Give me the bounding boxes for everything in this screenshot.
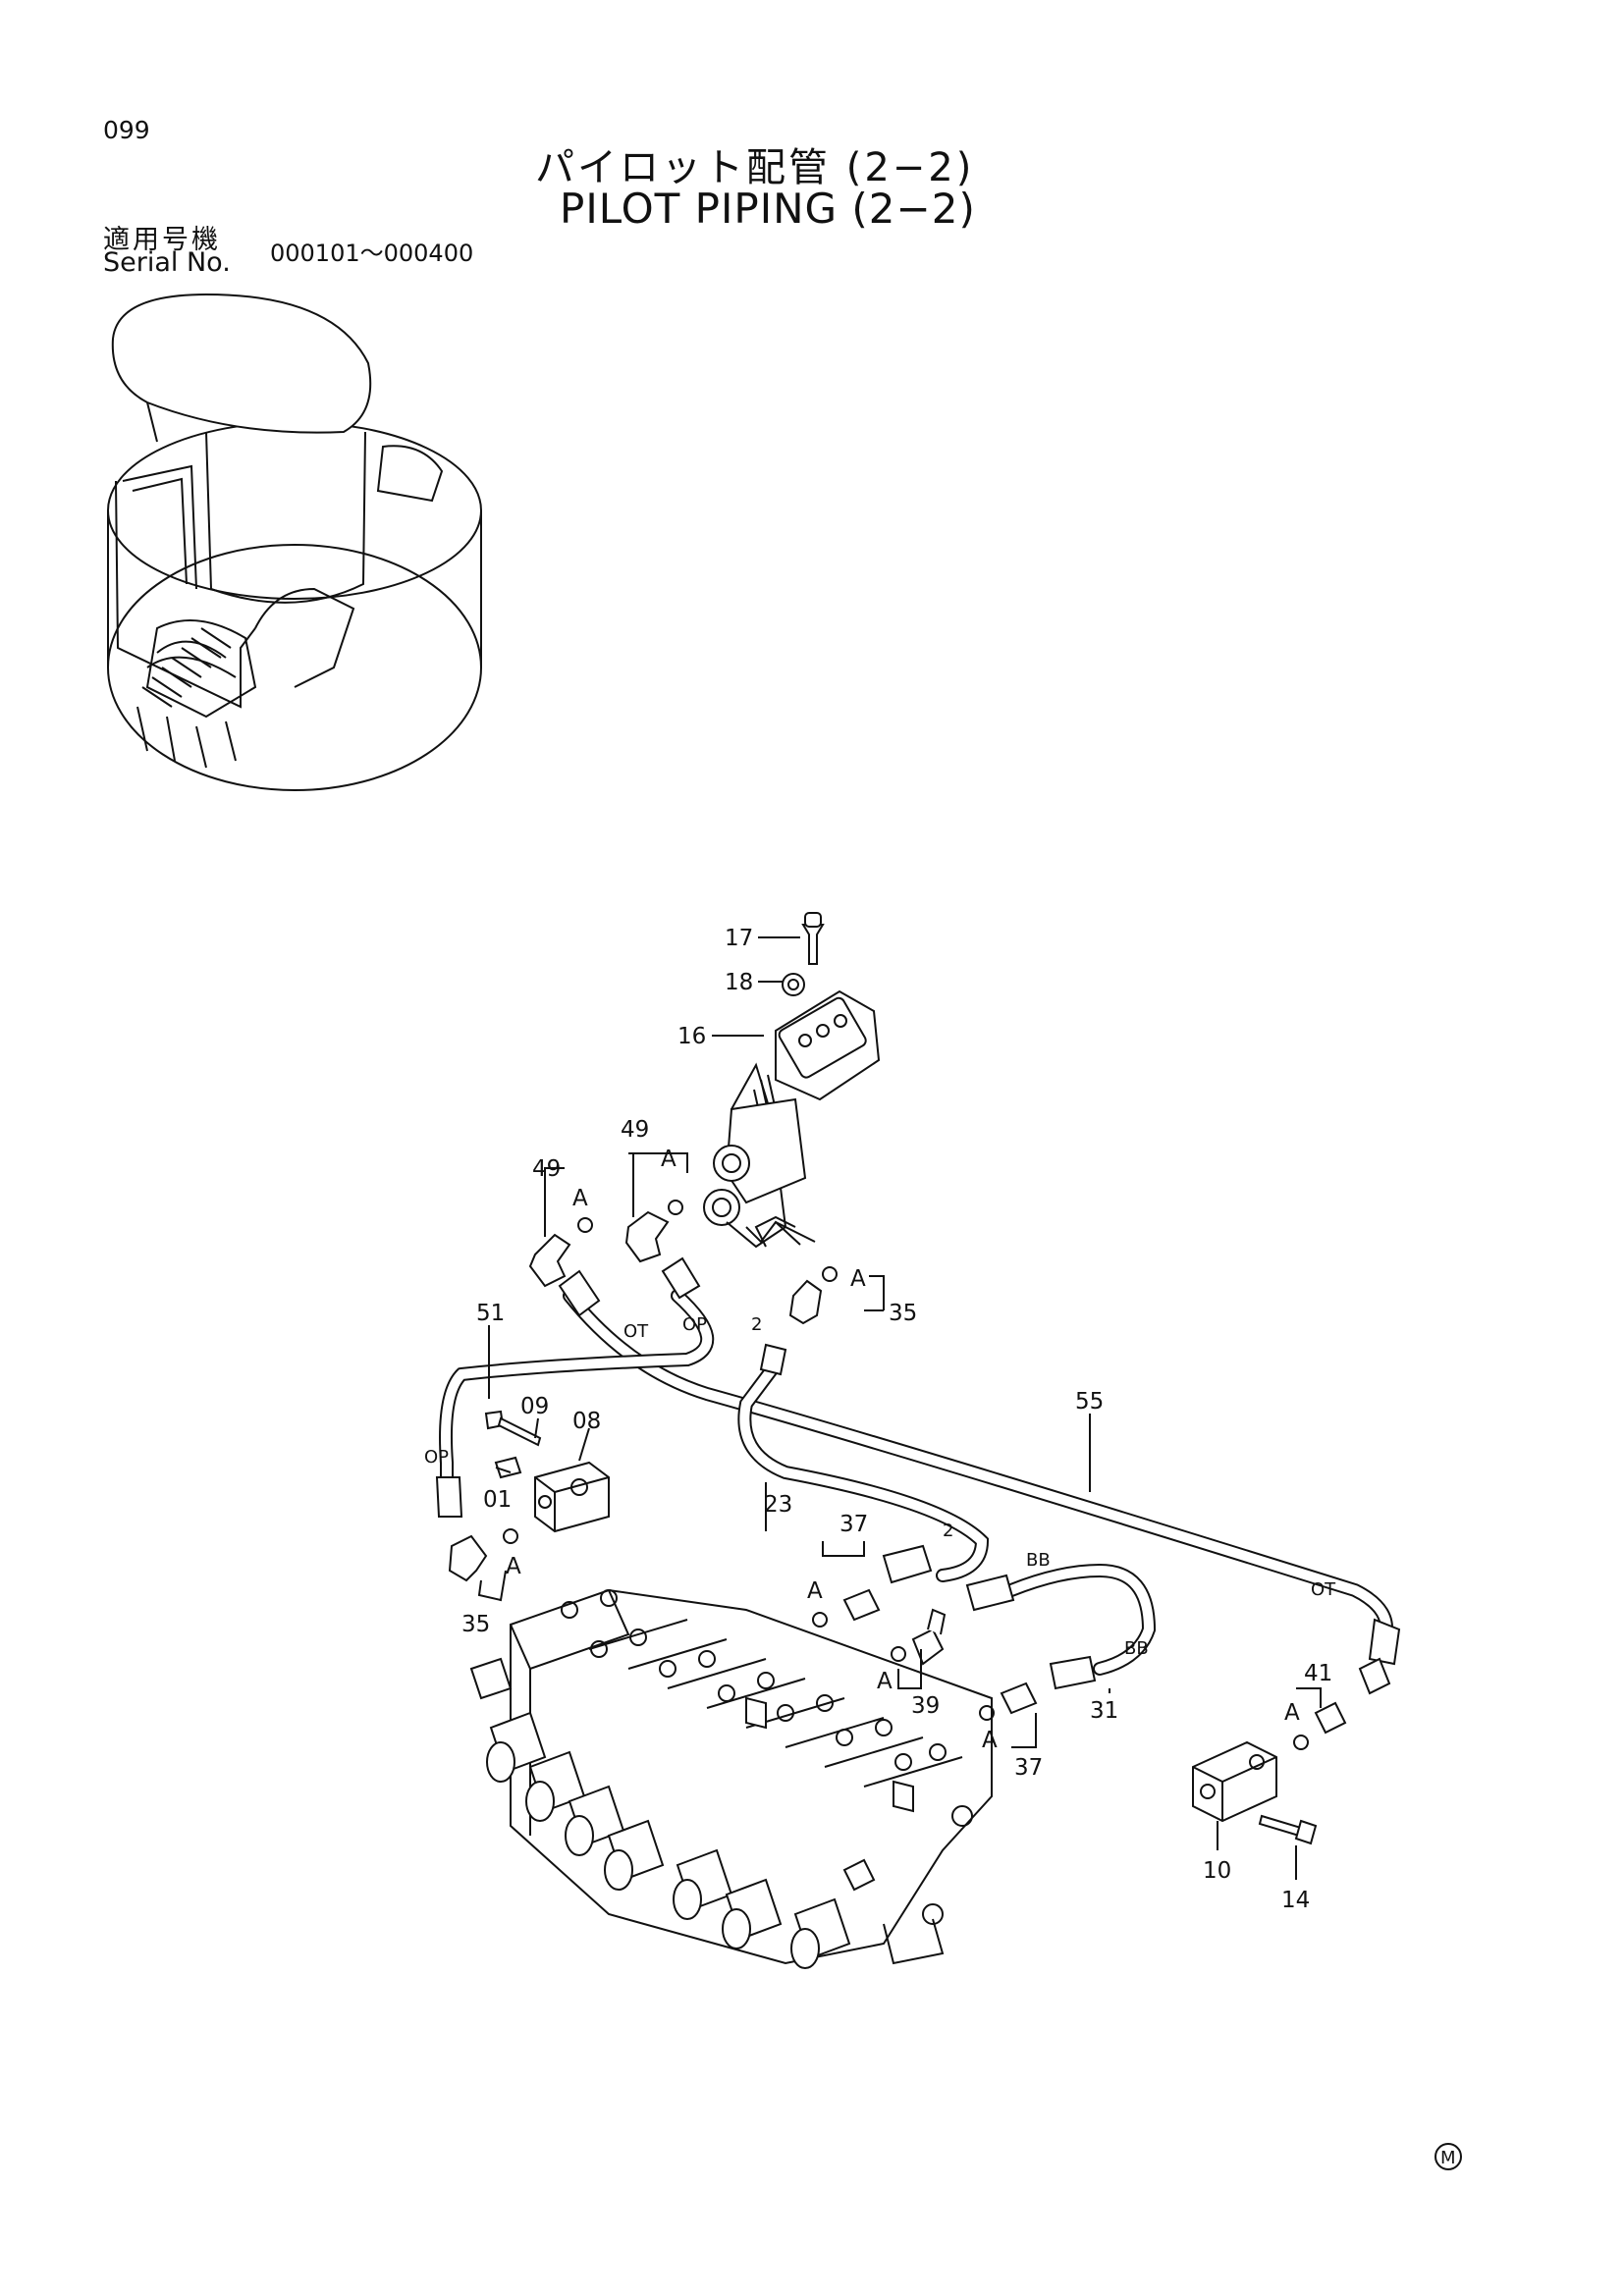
marker-a-3: A	[850, 1266, 866, 1292]
block-08	[534, 1461, 610, 1533]
marker-a-7: A	[982, 1728, 998, 1753]
callout-17: 17	[725, 926, 753, 951]
callout-49-left: 49	[532, 1156, 561, 1182]
callout-37-lower: 37	[1014, 1755, 1043, 1781]
callout-49-right: 49	[621, 1117, 649, 1143]
callout-01: 01	[483, 1487, 512, 1513]
serial-label-english: Serial No.	[103, 247, 231, 278]
page-title-english: PILOT PIPING (2−2)	[560, 185, 976, 233]
callout-41: 41	[1304, 1661, 1332, 1686]
hose-23	[737, 1358, 990, 1582]
control-valve-assembly	[469, 1588, 993, 1969]
callout-10: 10	[1203, 1858, 1231, 1884]
hose-end-fittings	[435, 1256, 1401, 1695]
leader-lines	[477, 936, 1322, 1880]
fitting-35-lower	[448, 1528, 518, 1582]
port-label-ot-right: OT	[1311, 1579, 1336, 1600]
fitting-35-upper	[788, 1266, 838, 1325]
callout-08: 08	[572, 1409, 601, 1434]
elbow-fitting-49-left	[528, 1217, 593, 1288]
elbow-fitting-49-right	[624, 1200, 683, 1263]
serial-label-japanese: 適用号機	[103, 225, 221, 255]
callout-23: 23	[764, 1492, 792, 1518]
block-10	[1192, 1740, 1277, 1823]
port-label-op-upper: OP	[682, 1314, 707, 1335]
circled-m-letter: M	[1440, 2148, 1456, 2168]
marker-a-2: A	[661, 1147, 677, 1172]
callout-16: 16	[677, 1024, 706, 1049]
callout-18: 18	[725, 970, 753, 995]
port-label-bb-upper: BB	[1026, 1550, 1051, 1571]
hose-31	[1004, 1563, 1157, 1676]
fitting-39	[891, 1608, 947, 1666]
fitting-41	[1293, 1701, 1347, 1750]
plug-01	[494, 1456, 522, 1479]
bolt-09	[484, 1410, 542, 1447]
callout-35-lower: 35	[461, 1612, 490, 1637]
fitting-37-upper	[812, 1588, 881, 1628]
callout-14: 14	[1281, 1888, 1310, 1913]
fitting-37-lower	[979, 1682, 1038, 1721]
marker-a-8: A	[1284, 1700, 1300, 1726]
callout-39: 39	[911, 1693, 940, 1719]
port-label-bb-lower: BB	[1124, 1638, 1149, 1659]
callout-09: 09	[520, 1394, 549, 1419]
marker-a-1: A	[572, 1186, 588, 1211]
callout-2-upper: 2	[751, 1314, 762, 1335]
pilot-valve	[703, 912, 881, 1249]
callout-51: 51	[476, 1301, 505, 1326]
port-label-ot-upper: OT	[623, 1321, 649, 1342]
bolt-14	[1258, 1814, 1318, 1845]
callout-31: 31	[1090, 1698, 1118, 1724]
callout-37-upper: 37	[839, 1512, 868, 1537]
marker-a-6: A	[877, 1669, 893, 1694]
page-title-japanese: パイロット配管 (2−2)	[535, 145, 975, 190]
hose-51	[439, 1289, 715, 1489]
circled-m-mark	[1435, 2143, 1462, 2170]
callout-35-upper: 35	[889, 1301, 917, 1326]
machine-overview-illustration	[107, 293, 482, 791]
page-number: 099	[103, 116, 150, 144]
callout-55: 55	[1075, 1389, 1104, 1415]
marker-a-4: A	[506, 1554, 521, 1579]
serial-range: 000101〜000400	[270, 240, 474, 267]
port-label-op-left: OP	[424, 1447, 449, 1468]
marker-a-5: A	[807, 1578, 823, 1604]
callout-2-lower: 2	[943, 1521, 953, 1541]
